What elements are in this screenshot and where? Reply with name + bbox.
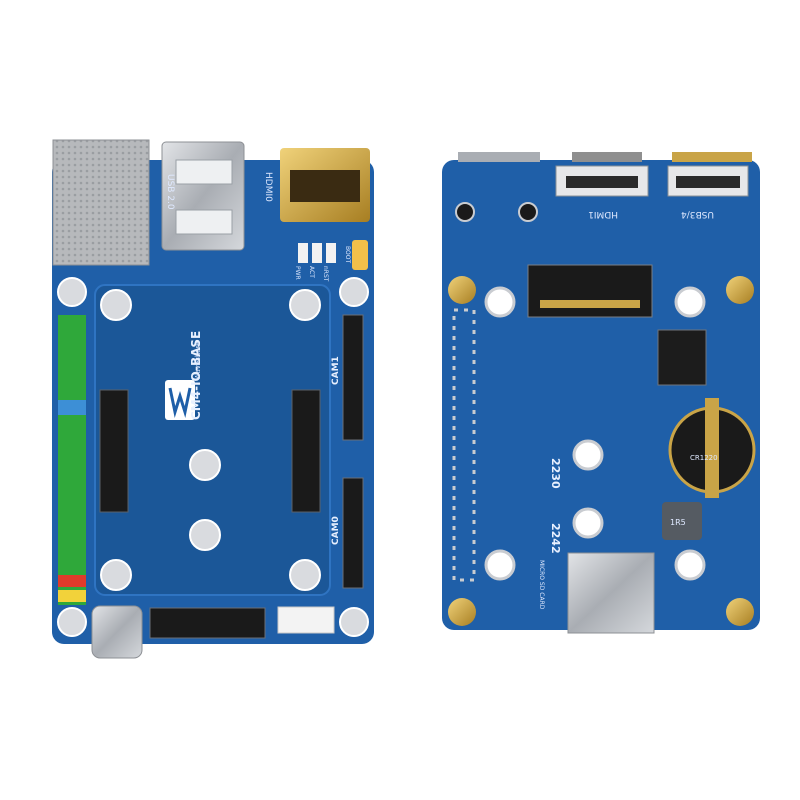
rtc-label: CR1220 <box>690 454 718 462</box>
led-label-act: ACT <box>308 266 315 278</box>
cam0-label: CAM0 <box>331 516 341 545</box>
brand-label: Waveshare <box>194 341 202 380</box>
usb-label: USB 2.0 <box>165 174 175 210</box>
hdmi1-label: HDMI1 <box>588 209 618 219</box>
ic-chip <box>657 329 707 386</box>
waveshare-logo <box>165 380 195 420</box>
inductor <box>662 502 702 540</box>
fan-header <box>277 606 335 634</box>
mounting-holes-front <box>57 277 369 637</box>
button-left <box>455 202 475 222</box>
boot-switch <box>352 240 368 270</box>
cam1-label: CAM1 <box>331 356 341 385</box>
ssd-2242-label: 2242 <box>549 523 562 554</box>
cm4-connector-left <box>99 389 129 513</box>
usb-c-port <box>91 605 143 659</box>
button-right <box>518 202 538 222</box>
hdmi0-label: HDMI0 <box>263 172 273 202</box>
model-label: CM4-IO-BASE <box>189 331 203 420</box>
ethernet-port <box>52 139 150 266</box>
sd-label: MICRO SD CARD <box>538 560 545 610</box>
led-label-pwr: PWR <box>294 266 301 280</box>
led-label-rst: nRST <box>322 266 329 282</box>
m2-slot <box>527 264 653 318</box>
inductor-label: 1R5 <box>670 518 686 527</box>
cm4-connector-right <box>291 389 321 513</box>
pin-header-holes <box>452 308 476 582</box>
mounting-holes-back <box>448 276 754 626</box>
back-board: HDMI1 USB3/4 2230 2242 MICRO SD CARD CR1… <box>442 152 760 634</box>
boot-label: BOOT <box>344 246 351 263</box>
ssd-2230-label: 2230 <box>549 458 562 489</box>
gpio-header <box>58 315 86 605</box>
led-array <box>298 243 336 263</box>
display-connector <box>149 607 266 639</box>
front-board: USB 2.0 HDMI0 CM4-IO-BASE Waveshare CAM1… <box>52 139 374 659</box>
cam0-connector <box>342 477 364 589</box>
usb-label-back: USB3/4 <box>681 209 714 219</box>
sd-card-slot <box>567 552 655 634</box>
cam1-connector <box>342 314 364 441</box>
